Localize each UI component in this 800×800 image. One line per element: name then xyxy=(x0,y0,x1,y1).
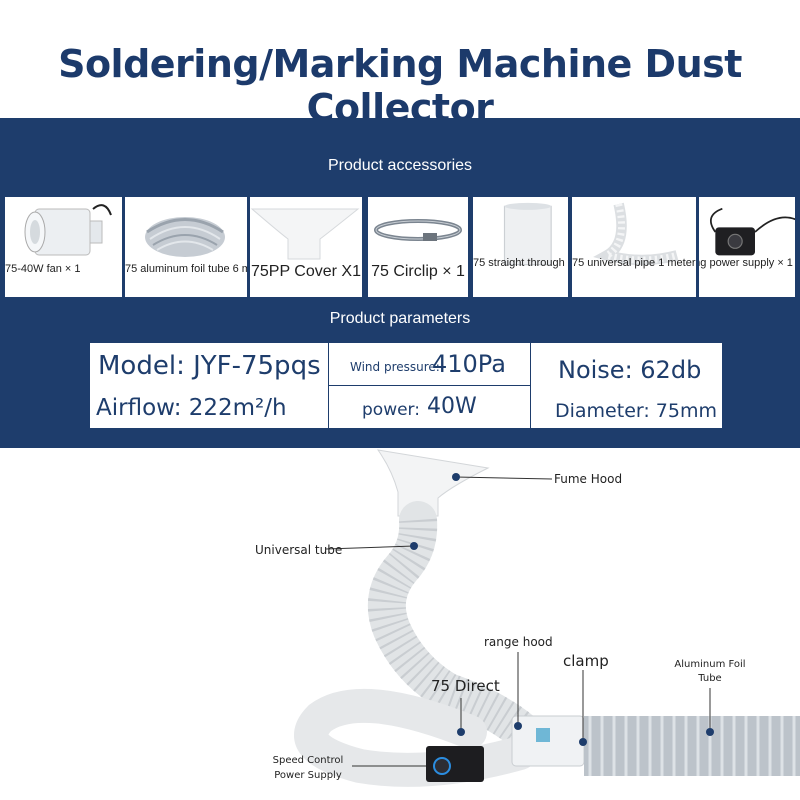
aluminum-foil-tube xyxy=(584,716,800,776)
param-wind-pressure-label: Wind pressure: xyxy=(350,360,440,374)
fan-icon xyxy=(24,204,112,256)
label-universal-tube: Universal tube xyxy=(255,543,343,557)
leader-line xyxy=(325,545,415,550)
fume-hood xyxy=(376,449,490,517)
accessory-power-supply: speed regulating power supply × 1 xyxy=(699,197,795,297)
param-noise: Noise: 62db xyxy=(558,356,702,384)
leader-dot xyxy=(579,738,587,746)
accessory-label: 75 straight through × 1 xyxy=(473,257,568,269)
param-model: Model: JYF-75pqs xyxy=(98,351,321,381)
straight-pipe-icon xyxy=(503,202,552,266)
param-wind-pressure-value: 410Pa xyxy=(432,350,506,378)
leader-dot xyxy=(514,722,522,730)
product-assembly-diagram xyxy=(294,449,800,787)
divider xyxy=(530,343,531,428)
accessory-fan: 75-40W fan × 1 xyxy=(5,197,122,297)
fan-label xyxy=(536,728,550,742)
accessory-straight-pipe: 75 straight through × 1 xyxy=(473,197,568,297)
leader-dot xyxy=(452,473,460,481)
label-75-direct: 75 Direct xyxy=(431,677,500,695)
page-title: Soldering/Marking Machine Dust Collector xyxy=(58,42,742,130)
leader-dot xyxy=(706,728,714,736)
accessory-cover: 75PP Cover X1 xyxy=(250,197,362,297)
accessories-heading: Product accessories xyxy=(327,157,473,174)
param-airflow: Airflow: 222m²/h xyxy=(96,395,287,421)
param-diameter: Diameter: 75mm xyxy=(555,400,718,422)
cover-icon xyxy=(250,208,360,260)
parameters-heading: Product parameters xyxy=(329,310,471,327)
label-speed-control: Speed Control Power Supply xyxy=(272,755,344,781)
label-clamp: clamp xyxy=(563,652,609,670)
param-power-value: 40W xyxy=(427,394,477,419)
accessory-label: 75PP Cover X1 xyxy=(251,263,361,280)
leader-dot xyxy=(410,542,418,550)
accessory-label: speed regulating power supply × 1 xyxy=(699,257,793,269)
universal-tube xyxy=(367,501,549,757)
speed-knob xyxy=(433,757,451,775)
parameters-table: Model: JYF-75pqs Airflow: 222m²/h Wind p… xyxy=(90,343,722,428)
divider xyxy=(328,385,530,386)
universal-pipe-icon xyxy=(593,202,679,266)
power-supply-icon xyxy=(709,207,795,256)
leader-dot xyxy=(457,728,465,736)
aluminum-tube-icon xyxy=(145,217,225,257)
accessory-label: 75 universal pipe 1 meter × 1 xyxy=(572,257,696,269)
param-power-label: power: xyxy=(362,400,420,420)
accessory-label: 75 aluminum foil tube 6 meters × 1 xyxy=(125,263,247,275)
leader-line xyxy=(455,476,553,480)
label-fume-hood: Fume Hood xyxy=(554,472,623,486)
label-aluminum-foil-tube: Aluminum Foil Tube xyxy=(674,659,746,684)
accessory-universal-pipe: 75 universal pipe 1 meter × 1 xyxy=(572,197,696,297)
accessory-aluminum-tube: 75 aluminum foil tube 6 meters × 1 xyxy=(125,197,247,297)
accessory-label: 75-40W fan × 1 xyxy=(5,263,81,275)
foil-ribs xyxy=(588,716,796,776)
circlip-icon xyxy=(374,219,462,241)
accessory-circlip: 75 Circlip × 1 xyxy=(368,197,468,297)
label-range-hood: range hood xyxy=(484,635,553,649)
accessory-label: 75 Circlip × 1 xyxy=(371,263,465,280)
